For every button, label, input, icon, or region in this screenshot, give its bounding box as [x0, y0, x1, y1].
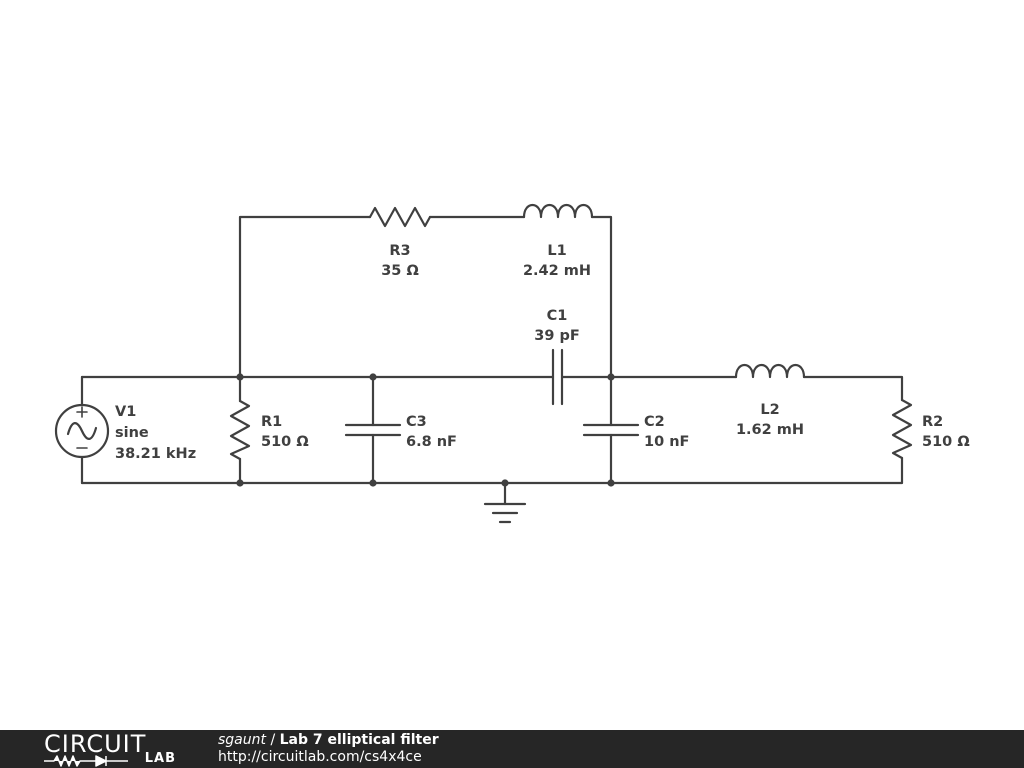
author-link[interactable]: sgaunt [218, 732, 266, 748]
v1-ref-label: V1 [115, 404, 136, 420]
c1-value-label: 39 pF [534, 328, 580, 344]
capacitor-c3: C3 6.8 nF [344, 414, 457, 450]
r2-ref-label: R2 [922, 414, 943, 430]
l2-ref-label: L2 [760, 402, 779, 418]
resistor-zigzag-icon [891, 398, 913, 460]
footer-bar: CIRCUIT LAB sgaunt / Lab 7 elliptical fi… [0, 730, 1024, 768]
logo-lab-text: LAB [144, 751, 176, 766]
inductor-coil-icon [522, 203, 594, 219]
junction-node [369, 373, 377, 381]
circuitlab-logo[interactable]: CIRCUIT LAB [44, 730, 176, 767]
ground-symbol [483, 502, 527, 524]
circuit-title-line: sgaunt / Lab 7 elliptical filter [218, 732, 439, 749]
v1-type-label: sine [115, 425, 149, 441]
junction-node [369, 479, 377, 487]
r3-value-label: 35 Ω [381, 263, 419, 279]
ground-icon [483, 502, 527, 524]
c3-ref-label: C3 [406, 414, 427, 430]
wire-top-left [238, 215, 372, 379]
logo-resistor-diode-icon [44, 755, 128, 767]
l1-ref-label: L1 [547, 243, 566, 259]
r1-value-label: 510 Ω [261, 434, 309, 450]
resistor-r1: R1 510 Ω [229, 399, 309, 461]
logo-wordmark: CIRCUIT [44, 730, 147, 758]
v1-value-label: 38.21 kHz [115, 446, 196, 462]
resistor-zigzag-icon [368, 206, 432, 228]
sine-wave-icon [66, 422, 98, 440]
capacitor-c1: C1 39 pF [534, 308, 580, 406]
plus-sign-icon [76, 406, 88, 418]
circuit-url-link[interactable]: http://circuitlab.com/cs4x4ce [218, 749, 422, 765]
capacitor-c2: C2 10 nF [582, 414, 689, 450]
voltage-source-v1: V1 sine 38.21 kHz [54, 403, 196, 462]
l1-value-label: 2.42 mH [523, 263, 591, 279]
inductor-coil-icon [734, 363, 806, 379]
wire-l2-r2 [802, 375, 904, 402]
l2-value-label: 1.62 mH [736, 422, 804, 438]
capacitor-plate-icon [551, 348, 564, 406]
inductor-l2: L2 1.62 mH [734, 363, 806, 438]
junction-node [236, 373, 244, 381]
resistor-r2: R2 510 Ω [891, 398, 970, 460]
junction-node [501, 479, 509, 487]
wire-top-right [590, 215, 613, 379]
title-separator: / [266, 732, 280, 748]
inductor-l1: L1 2.42 mH [522, 203, 594, 279]
c2-value-label: 10 nF [644, 434, 689, 450]
c2-ref-label: C2 [644, 414, 665, 430]
junction-node [236, 479, 244, 487]
resistor-zigzag-icon [229, 399, 251, 461]
r2-value-label: 510 Ω [922, 434, 970, 450]
junction-node [607, 479, 615, 487]
wire-r2-bottom [80, 456, 904, 485]
capacitor-plate-icon [582, 423, 640, 437]
c1-ref-label: C1 [547, 308, 568, 324]
c3-value-label: 6.8 nF [406, 434, 457, 450]
wires [80, 215, 904, 506]
circuit-title: Lab 7 elliptical filter [279, 732, 439, 748]
sine-source-icon [54, 403, 110, 459]
r1-ref-label: R1 [261, 414, 282, 430]
junctions [236, 373, 615, 487]
resistor-r3: R3 35 Ω [368, 206, 432, 279]
capacitor-plate-icon [344, 423, 402, 437]
junction-node [607, 373, 615, 381]
r3-ref-label: R3 [389, 243, 410, 259]
circuit-schematic: V1 sine 38.21 kHz R1 510 Ω C3 6.8 nF R3 … [54, 203, 970, 524]
